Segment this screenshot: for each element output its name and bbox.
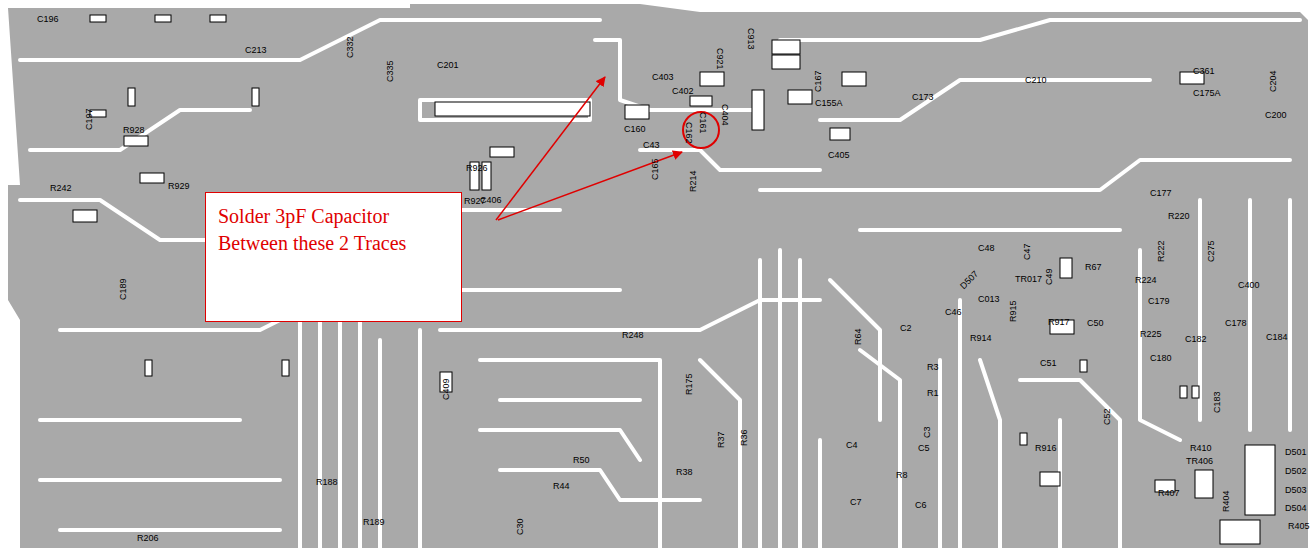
part-label: R3 (927, 362, 939, 372)
part-label: C161 (698, 112, 708, 134)
part-label: C30 (515, 518, 525, 535)
part-label: R220 (1168, 211, 1190, 221)
part-label: D501 (1285, 447, 1307, 457)
part-label: C160 (624, 124, 646, 134)
part-label: R915 (1008, 300, 1018, 322)
part-label: R64 (853, 328, 863, 345)
part-label: C201 (437, 60, 459, 70)
part-label: R407 (1158, 488, 1180, 498)
part-label: C180 (1150, 353, 1172, 363)
part-label: C179 (1148, 296, 1170, 306)
part-label: C7 (850, 497, 862, 507)
part-label: C405 (828, 150, 850, 160)
part-label: R175 (684, 373, 694, 395)
part-label: C403 (652, 72, 674, 82)
part-label: C184 (1266, 332, 1288, 342)
part-label: R242 (50, 183, 72, 193)
part-label: R36 (739, 429, 749, 446)
part-label: D502 (1285, 466, 1307, 476)
part-label: R914 (970, 333, 992, 343)
part-label: C46 (945, 307, 962, 317)
part-label: C275 (1206, 240, 1216, 262)
part-label: C49 (1044, 268, 1054, 285)
part-label: R224 (1135, 275, 1157, 285)
part-label: R38 (676, 467, 693, 477)
part-label: TR406 (1186, 456, 1213, 466)
part-label: C213 (245, 45, 267, 55)
part-label: C3 (922, 426, 932, 438)
part-label: TR017 (1015, 274, 1042, 284)
part-label: R405 (1288, 521, 1310, 531)
part-label: C165 (650, 158, 660, 180)
part-label: C178 (1225, 318, 1247, 328)
part-label: R917 (1048, 317, 1070, 327)
part-label: C335 (385, 60, 395, 82)
part-label: C921 (715, 48, 725, 70)
part-label: C47 (1022, 243, 1032, 260)
part-label: R37 (716, 431, 726, 448)
part-label: C400 (1238, 280, 1260, 290)
part-label: C162 (684, 122, 694, 144)
part-label: C197 (84, 108, 94, 130)
part-label: R928 (123, 125, 145, 135)
part-label: C189 (118, 278, 128, 300)
part-label: R67 (1085, 262, 1102, 272)
part-label: C183 (1212, 391, 1222, 413)
part-label: C52 (1102, 408, 1112, 425)
part-label: C5 (918, 443, 930, 453)
part-label: C402 (672, 86, 694, 96)
part-label: C332 (345, 36, 355, 58)
part-label: C155A (815, 98, 843, 108)
part-label: R1 (927, 388, 939, 398)
part-label: R222 (1156, 240, 1166, 262)
part-label: C48 (978, 243, 995, 253)
part-label: R404 (1221, 490, 1231, 512)
part-label: C50 (1087, 318, 1104, 328)
part-label: C406 (480, 195, 502, 205)
part-label: C43 (643, 140, 660, 150)
part-label: C913 (746, 28, 756, 50)
part-label: C196 (37, 14, 59, 24)
part-label: C175A (1193, 88, 1221, 98)
part-label: R929 (168, 181, 190, 191)
part-label: R225 (1140, 329, 1162, 339)
leader-arrow (496, 77, 605, 220)
part-label: C361 (1193, 66, 1215, 76)
callout-text: Solder 3pF Capacitor Between these 2 Tra… (218, 203, 449, 257)
part-label: C6 (915, 500, 927, 510)
part-label: C404 (720, 104, 730, 126)
leader-arrow (498, 152, 682, 220)
part-label: C177 (1150, 188, 1172, 198)
part-label: R189 (363, 517, 385, 527)
part-label: R926 (466, 163, 488, 173)
part-label: C4 (846, 440, 858, 450)
part-label: C51 (1040, 358, 1057, 368)
part-label: C409 (441, 378, 451, 400)
part-label: C2 (900, 323, 912, 333)
part-label: R916 (1035, 443, 1057, 453)
part-label: R214 (688, 170, 698, 192)
part-label: R206 (137, 533, 159, 543)
part-label: C204 (1268, 70, 1278, 92)
part-label: C167 (813, 70, 823, 92)
callout-box: Solder 3pF Capacitor Between these 2 Tra… (205, 192, 462, 322)
part-label: C200 (1265, 110, 1287, 120)
part-label: R50 (573, 455, 590, 465)
part-label: C210 (1025, 75, 1047, 85)
part-label: D503 (1285, 485, 1307, 495)
part-label: R8 (896, 470, 908, 480)
part-label: C182 (1185, 334, 1207, 344)
part-label: R248 (622, 330, 644, 340)
part-label: D504 (1285, 503, 1307, 513)
part-label: C013 (978, 294, 1000, 304)
part-label: R188 (316, 477, 338, 487)
part-label: R44 (553, 481, 570, 491)
part-label: C173 (912, 92, 934, 102)
part-label: R410 (1190, 443, 1212, 453)
highlight-circle (683, 112, 719, 148)
